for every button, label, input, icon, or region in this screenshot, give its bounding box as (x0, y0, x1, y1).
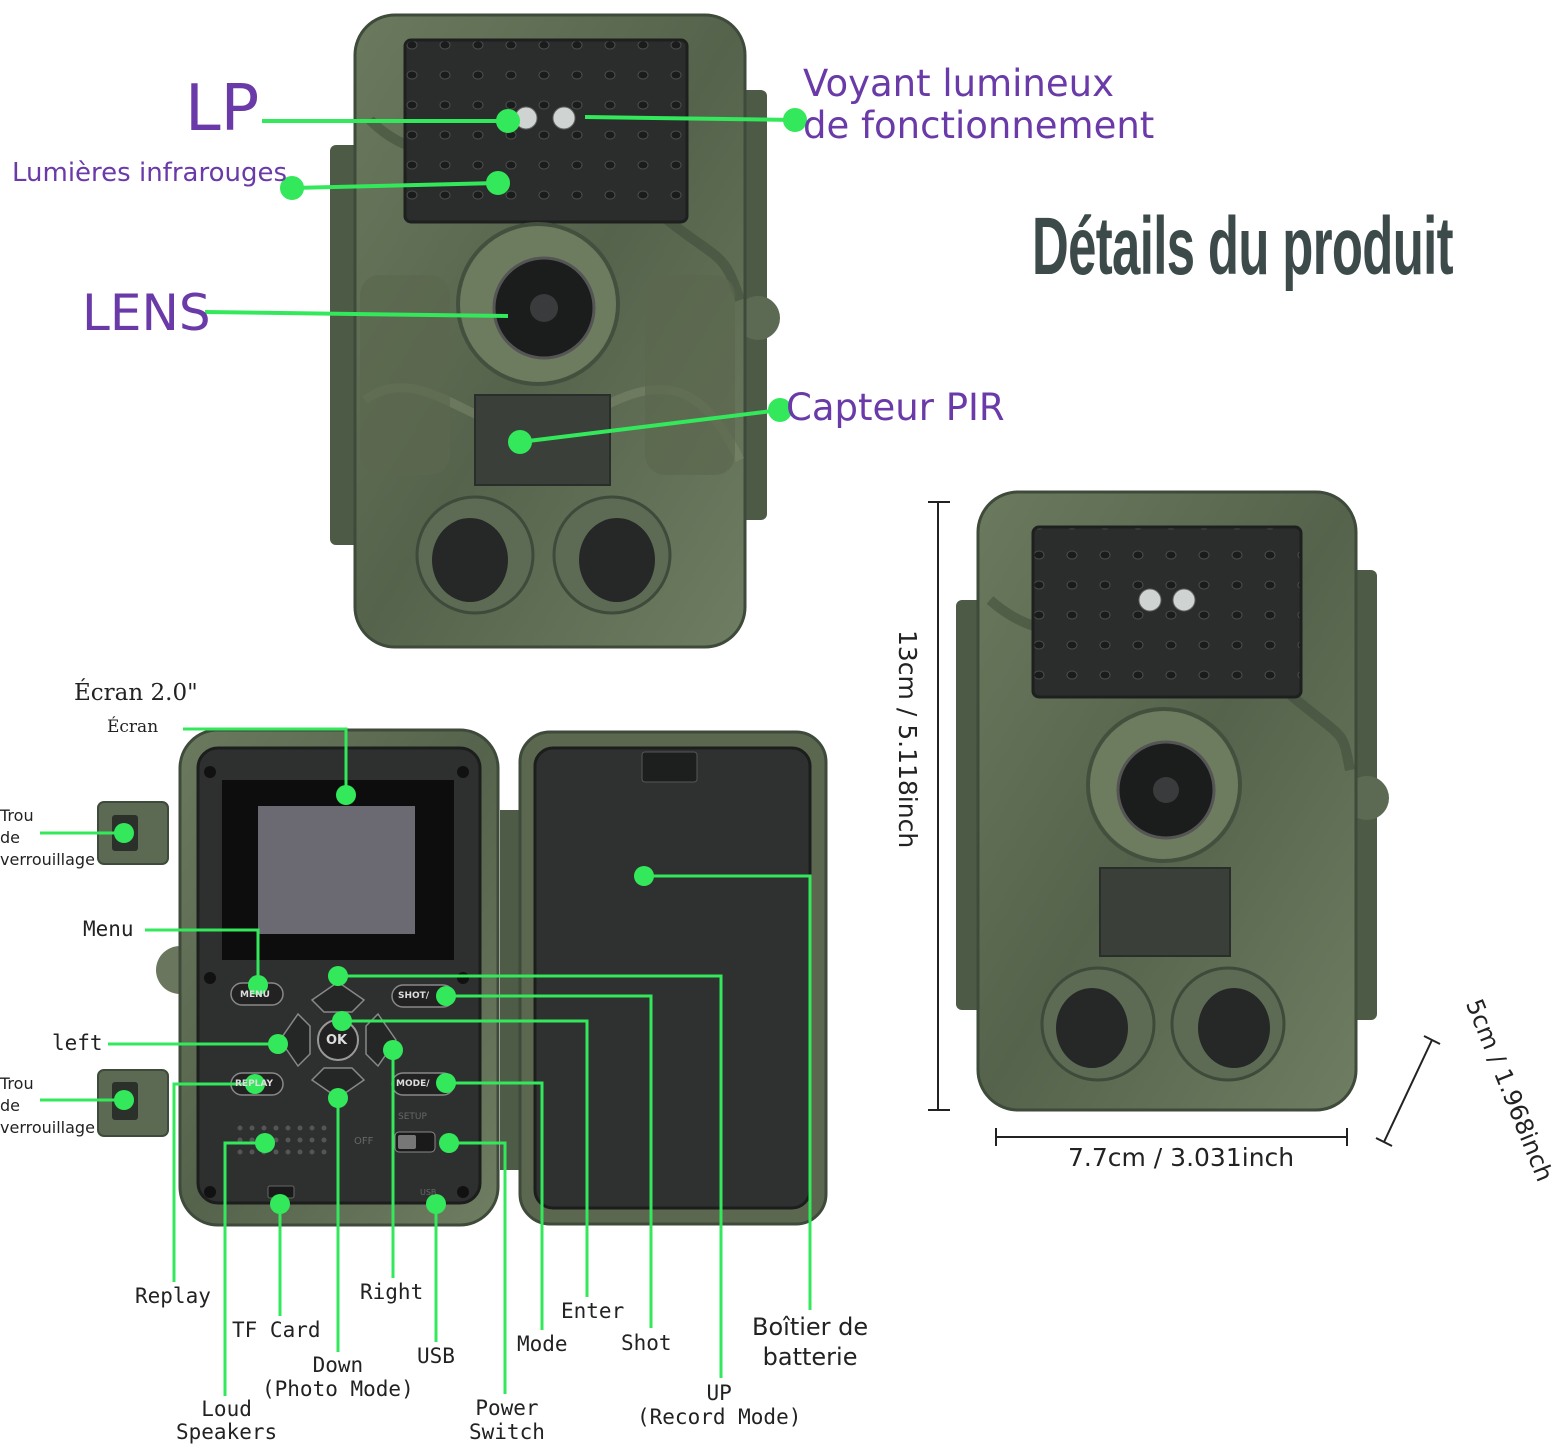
ir-led-panel (403, 38, 689, 224)
device-label-off: OFF (354, 1136, 374, 1147)
label-replay: Replay (135, 1284, 211, 1308)
label-lens: LENS (82, 284, 211, 342)
dimension-lines (928, 501, 1441, 1147)
device-label-setup: SETUP (398, 1112, 427, 1122)
label-enter: Enter (561, 1299, 625, 1323)
label-down: Down (Photo Mode) (262, 1353, 414, 1401)
label-usb: USB (417, 1344, 455, 1368)
label-battery-box: Boîtier de batterie (752, 1313, 869, 1371)
page-title: Détails du produit (1032, 201, 1454, 292)
side-camera (956, 490, 1389, 1112)
label-tf-card: TF Card (232, 1318, 321, 1342)
lcd-screen (258, 806, 415, 934)
front-camera (330, 13, 780, 649)
label-shot: Shot (621, 1331, 672, 1355)
indicator-led-right (552, 106, 576, 130)
front-callouts (204, 108, 807, 454)
lens-center (530, 294, 558, 322)
label-lock-hole-top: Trou de verrouillage (0, 806, 95, 869)
device-label-replay: REPLAY (235, 1079, 274, 1089)
device-label-menu: MENU (240, 990, 270, 1000)
label-left: left (52, 1031, 103, 1055)
label-lock-hole-bottom: Trou de verrouillage (0, 1074, 95, 1137)
inside-callouts (40, 727, 812, 1396)
label-ir-lights: Lumières infrarouges (12, 158, 288, 188)
label-up: UP (Record Mode) (637, 1381, 802, 1429)
right-button (365, 1012, 397, 1068)
device-label-ok: OK (326, 1033, 348, 1048)
label-indicator-line1: Voyant lumineux (803, 62, 1114, 105)
label-menu: Menu (83, 917, 134, 941)
label-loud-speakers: Loud Speakers (176, 1397, 278, 1444)
label-indicator-line2: de fonctionnement (803, 104, 1155, 147)
hinge (500, 810, 522, 1170)
label-screen-title: Écran 2.0" (74, 680, 198, 706)
speaker-grille (237, 1125, 327, 1155)
label-pir: Capteur PIR (786, 386, 1005, 429)
label-mode: Mode (517, 1332, 568, 1356)
label-right: Right (360, 1280, 424, 1304)
label-lp: LP (185, 72, 260, 146)
battery-compartment (533, 746, 812, 1210)
device-label-usb: USB (420, 1188, 437, 1197)
dimension-height: 13cm / 5.118inch (893, 630, 922, 849)
dimension-width: 7.7cm / 3.031inch (1068, 1143, 1295, 1172)
label-power-switch: Power Switch (469, 1396, 545, 1444)
mount-tab (736, 296, 780, 340)
inside-callout-dots (114, 785, 654, 1214)
device-label-shot: SHOT/ (398, 991, 430, 1001)
device-label-mode: MODE/ (396, 1079, 430, 1089)
product-illustration (40, 13, 1441, 1396)
label-screen: Écran (107, 717, 159, 737)
